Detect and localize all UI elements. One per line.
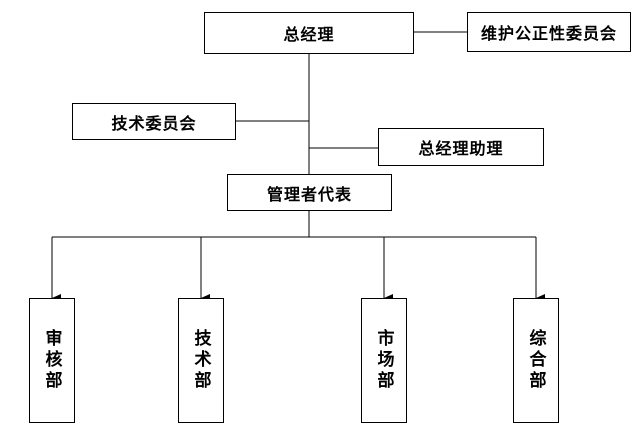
impartiality-committee-label: 维护公正性委员会 xyxy=(480,24,617,43)
general-manager-box: 总经理 xyxy=(204,12,414,54)
assistant-gm-box: 总经理助理 xyxy=(378,128,544,166)
technical-committee-box: 技术委员会 xyxy=(72,103,236,140)
assistant-gm-label: 总经理助理 xyxy=(418,139,504,158)
market-dept-box: 市场部 xyxy=(361,298,407,423)
technical-committee-label: 技术委员会 xyxy=(111,113,197,133)
market-dept-label: 市场部 xyxy=(373,329,394,392)
impartiality-committee-box: 维护公正性委员会 xyxy=(467,12,631,52)
management-rep-label: 管理者代表 xyxy=(266,184,352,204)
management-rep-box: 管理者代表 xyxy=(227,174,392,211)
general-manager-label: 总经理 xyxy=(283,25,335,44)
audit-dept-label: 审核部 xyxy=(41,329,62,392)
audit-dept-box: 审核部 xyxy=(29,298,75,423)
tech-dept-label: 技术部 xyxy=(190,329,211,392)
general-dept-label: 综合部 xyxy=(525,329,546,392)
tech-dept-box: 技术部 xyxy=(178,298,224,423)
general-dept-box: 综合部 xyxy=(513,298,559,423)
